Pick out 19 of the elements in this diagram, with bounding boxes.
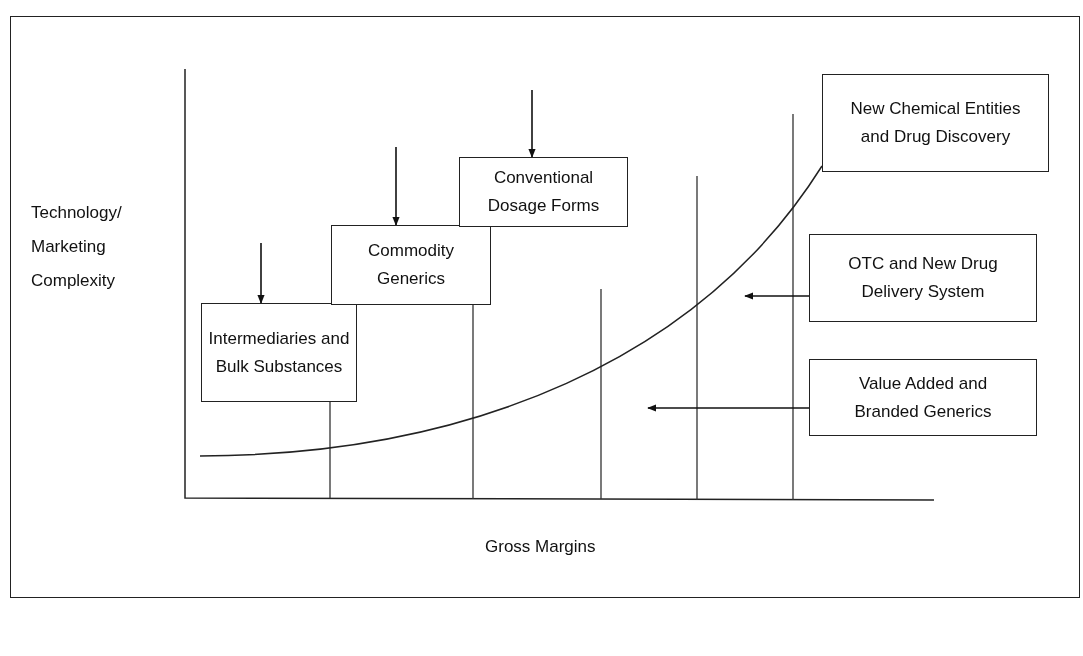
segment-box — [809, 359, 1037, 436]
axis-title: Gross Margins — [485, 536, 596, 558]
segment-box — [459, 157, 628, 227]
arrow — [647, 404, 810, 412]
segment-label: New Chemical Entities and Drug Discovery — [849, 98, 1022, 148]
arrow — [392, 146, 400, 226]
segment-label: OTC and New Drug Delivery System — [847, 253, 999, 303]
arrow — [744, 292, 810, 300]
segment-label: Intermediaries and Bulk Substances — [207, 327, 351, 378]
segment-label: Value Added and Branded Generics — [853, 372, 993, 423]
segment-box — [331, 225, 491, 305]
arrow — [257, 242, 265, 304]
segment-box — [822, 74, 1049, 172]
arrow — [528, 89, 536, 158]
segment-box — [201, 303, 357, 402]
segment-box — [809, 234, 1037, 322]
axis-title: Technology/ Marketing Complexity — [31, 202, 123, 292]
segment-label: Commodity Generics — [367, 240, 455, 290]
segment-label: Conventional Dosage Forms — [486, 167, 601, 217]
